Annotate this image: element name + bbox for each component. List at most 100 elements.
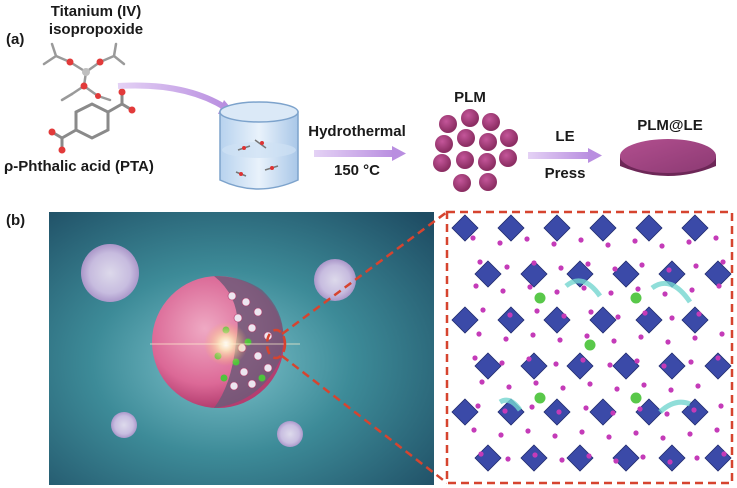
octahedron — [451, 214, 479, 242]
linker-atom — [553, 361, 559, 367]
pta-molecule — [50, 90, 134, 152]
octahedron — [658, 444, 686, 472]
linker-atom — [664, 411, 670, 417]
octahedron — [658, 352, 686, 380]
linker-atom — [588, 309, 594, 315]
linker-atom — [559, 457, 565, 463]
linker-atom — [660, 435, 666, 441]
linker-atom — [716, 283, 722, 289]
linker-atom — [507, 312, 513, 318]
linker-atom — [480, 307, 486, 313]
linker-atom — [472, 355, 478, 361]
step-2-label-top: LE — [555, 128, 575, 145]
octahedron — [474, 260, 502, 288]
beaker — [219, 101, 299, 190]
linker-atom — [606, 434, 612, 440]
arrow-hydrothermal — [314, 146, 406, 161]
linker-atom — [721, 451, 727, 457]
linker-atom — [527, 284, 533, 290]
linker-atom — [638, 334, 644, 340]
lithium-ion — [534, 292, 546, 304]
product-1-label: PLM — [454, 89, 486, 106]
linker-atom — [526, 356, 532, 362]
linker-atom — [718, 403, 724, 409]
linker-atom — [696, 311, 702, 317]
linker-atom — [560, 385, 566, 391]
linker-atom — [581, 285, 587, 291]
linker-atom — [557, 337, 563, 343]
migration-arrow — [564, 278, 603, 298]
step-1-label-top: Hydrothermal — [308, 123, 406, 140]
linker-atom — [473, 283, 479, 289]
floating-bubbles — [81, 244, 356, 447]
cutaway-particle — [150, 276, 300, 408]
linker-atom — [470, 235, 476, 241]
octahedron — [589, 306, 617, 334]
octahedron — [497, 306, 525, 334]
plm-spheres — [433, 109, 518, 192]
linker-atom — [615, 314, 621, 320]
octahedron — [543, 214, 571, 242]
linker-atom — [579, 429, 585, 435]
crystal-structure — [451, 214, 732, 472]
linker-atom — [612, 266, 618, 272]
callout-lines — [265, 210, 448, 484]
linker-atom — [639, 262, 645, 268]
linker-atom — [686, 239, 692, 245]
linker-atom — [692, 335, 698, 341]
octahedron — [612, 444, 640, 472]
lithium-ion — [630, 292, 642, 304]
linker-atom — [584, 333, 590, 339]
octahedron — [589, 214, 617, 242]
lithium-ion — [630, 392, 642, 404]
linker-atom — [505, 456, 511, 462]
linker-atom — [580, 357, 586, 363]
linker-atom — [610, 410, 616, 416]
linker-atom — [534, 308, 540, 314]
linker-atom — [688, 359, 694, 365]
octahedron — [589, 398, 617, 426]
linker-atom — [613, 458, 619, 464]
linker-atom — [525, 428, 531, 434]
linker-atom — [533, 380, 539, 386]
reagent-1-label-line2: isopropoxide — [48, 21, 144, 38]
linker-atom — [585, 261, 591, 267]
linker-atom — [661, 363, 667, 369]
linker-atom — [497, 240, 503, 246]
linker-atom — [605, 242, 611, 248]
linker-atom — [614, 386, 620, 392]
linker-atom — [471, 427, 477, 433]
linker-atom — [552, 433, 558, 439]
linker-atom — [475, 403, 481, 409]
linker-atom — [556, 409, 562, 415]
linker-atom — [587, 381, 593, 387]
linker-atom — [529, 404, 535, 410]
linker-atom — [637, 406, 643, 412]
linker-atom — [578, 237, 584, 243]
linker-atom — [633, 430, 639, 436]
linker-atom — [695, 383, 701, 389]
linker-atom — [659, 243, 665, 249]
panel-b-label: (b) — [6, 212, 26, 229]
linker-atom — [499, 360, 505, 366]
panel-a-label: (a) — [6, 31, 25, 48]
linker-atom — [531, 260, 537, 266]
linker-atom — [554, 289, 560, 295]
linker-atom — [530, 332, 536, 338]
lithium-ion — [584, 339, 596, 351]
arrow-le-press — [528, 148, 602, 163]
octahedron — [704, 352, 732, 380]
migration-arrow — [650, 280, 693, 304]
product-2-label: PLM@LE — [637, 117, 703, 134]
linker-atom — [694, 455, 700, 461]
linker-atom — [665, 339, 671, 345]
step-2-label-bottom: Press — [544, 165, 586, 182]
linker-atom — [715, 355, 721, 361]
reagent-1-label-line1: Titanium (IV) — [50, 3, 142, 20]
linker-atom — [502, 408, 508, 414]
linker-atom — [500, 288, 506, 294]
linker-atom — [607, 362, 613, 368]
linker-atom — [561, 313, 567, 319]
linker-atom — [642, 310, 648, 316]
